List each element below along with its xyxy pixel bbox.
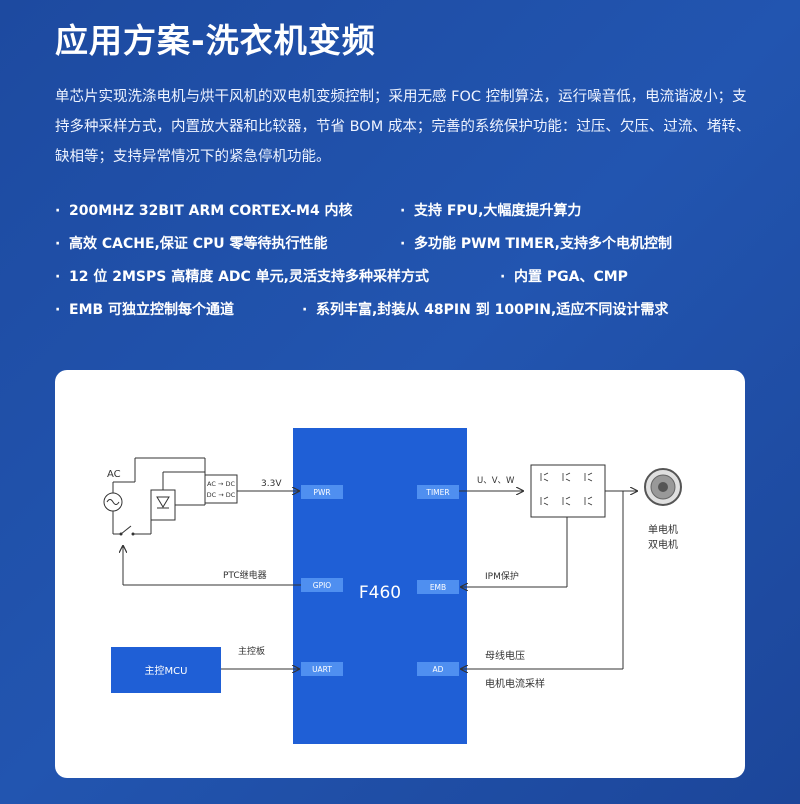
ptc-label: PTC继电器 — [223, 569, 267, 581]
port-pwr — [301, 485, 343, 499]
feature-item: ·高效 CACHE,保证 CPU 零等待执行性能 — [55, 236, 328, 252]
port-timer-label: TIMER — [425, 488, 449, 497]
port-pwr-label: PWR — [313, 488, 330, 497]
chip-label: F460 — [359, 583, 401, 603]
port-gpio — [301, 578, 343, 592]
port-uart — [301, 662, 343, 676]
feature-item: ·200MHZ 32BIT ARM CORTEX-M4 内核 — [55, 203, 353, 219]
page-title: 应用方案-洗衣机变频 — [55, 21, 376, 60]
port-gpio-label: GPIO — [313, 581, 332, 590]
feature-item: ·内置 PGA、CMP — [500, 269, 628, 285]
feature-item: ·EMB 可独立控制每个通道 — [55, 302, 235, 318]
relay-switch-icon — [120, 525, 132, 535]
feature-item: ·支持 FPU,大幅度提升算力 — [400, 203, 582, 219]
ipm-module — [530, 464, 606, 518]
port-ad — [417, 662, 459, 676]
port-ad-label: AD — [433, 665, 444, 674]
main-mcu-block — [111, 647, 221, 693]
acdc-converter — [204, 474, 238, 504]
bridge-rectifier-icon — [150, 489, 176, 521]
block-diagram: F460 PWR GPIO UART TIMER EMB AD AC — [103, 428, 682, 744]
ac-label: AC — [107, 469, 121, 480]
current-sampling-label: 电机电流采样 — [485, 677, 545, 690]
diagram-card: F460 PWR GPIO UART TIMER EMB AD AC — [55, 370, 745, 778]
main-board-label: 主控板 — [238, 645, 265, 657]
feature-item: ·多功能 PWM TIMER,支持多个电机控制 — [400, 236, 672, 252]
acdc-bottom-label: DC → DC — [207, 491, 236, 499]
port-emb — [417, 580, 459, 594]
motor-label-dual: 双电机 — [648, 538, 678, 551]
main-mcu-label: 主控MCU — [145, 664, 188, 677]
bus-voltage-label: 母线电压 — [485, 649, 525, 662]
port-timer — [417, 485, 459, 499]
uvw-label: U、V、W — [477, 476, 515, 486]
feature-item: ·12 位 2MSPS 高精度 ADC 单元,灵活支持多种采样方式 — [55, 269, 429, 285]
voltage-label: 3.3V — [261, 479, 282, 489]
description: 单芯片实现洗涤电机与烘干风机的双电机变频控制；采用无感 FOC 控制算法，运行噪… — [55, 89, 751, 165]
ipm-protection-label: IPM保护 — [485, 570, 519, 582]
igbt-icon — [540, 472, 593, 506]
feature-item: ·系列丰富,封装从 48PIN 到 100PIN,适应不同设计需求 — [302, 302, 669, 318]
port-emb-label: EMB — [430, 583, 446, 592]
port-uart-label: UART — [312, 665, 332, 674]
acdc-top-label: AC → DC — [207, 480, 235, 488]
motor-label-single: 单电机 — [648, 523, 678, 536]
